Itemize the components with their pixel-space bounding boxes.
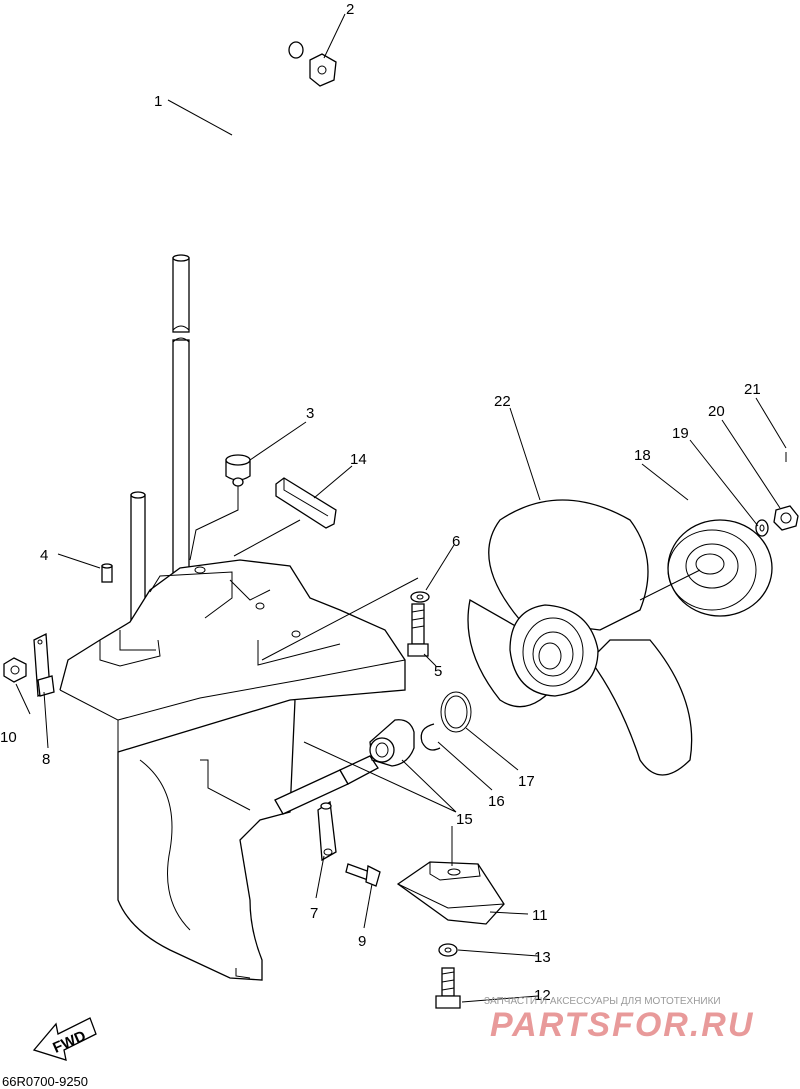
trim-tab [396, 861, 505, 925]
callout-16: 16 [488, 793, 505, 810]
callout-7: 7 [310, 905, 318, 922]
callout-3: 3 [306, 405, 314, 422]
water-tube [230, 30, 304, 440]
fwd-arrow: FWD [32, 1017, 97, 1061]
washer [410, 591, 430, 603]
callout-8: 8 [42, 751, 50, 768]
watermark: ЗАПЧАСТИ И АКСЕССУАРЫ ДЛЯ МОТОТЕХНИКИ PA… [484, 996, 754, 1044]
callout-14: 14 [350, 451, 367, 468]
callout-22: 22 [494, 393, 511, 410]
callout-2: 2 [346, 1, 354, 18]
callout-13: 13 [534, 949, 551, 966]
anode [317, 800, 337, 862]
leader-lines [15, 13, 787, 1003]
plate [33, 632, 55, 698]
callout-4: 4 [40, 547, 48, 564]
lower-case [59, 559, 406, 981]
callout-numbers: 1 2 3 4 5 6 7 8 9 10 11 12 13 14 15 16 1… [0, 1, 761, 1004]
bolt [407, 603, 429, 657]
callout-1: 1 [154, 93, 162, 110]
prop-washer [755, 519, 769, 537]
callout-11: 11 [532, 907, 548, 924]
screw [345, 863, 381, 887]
propeller-shaft [274, 755, 379, 815]
callout-6: 6 [452, 533, 460, 550]
water-tube-grommet [225, 454, 251, 487]
diagram-code: 66R0700-9250 [2, 1074, 88, 1089]
callout-5: 5 [434, 663, 442, 680]
trim-tab-washer [438, 943, 458, 957]
thrust-bushing [369, 719, 415, 767]
callout-15: 15 [456, 811, 473, 828]
callout-12: 12 [534, 987, 551, 1004]
propeller-nut [773, 505, 799, 531]
propeller [467, 499, 693, 776]
circlip [420, 723, 441, 751]
callout-17: 17 [518, 773, 535, 790]
callout-21: 21 [744, 381, 761, 398]
grommet [309, 53, 337, 87]
o-ring [440, 691, 472, 733]
watermark-tagline: ЗАПЧАСТИ И АКСЕССУАРЫ ДЛЯ МОТОТЕХНИКИ [484, 996, 721, 1007]
watermark-brand: PARTSFOR.RU [490, 1006, 754, 1044]
dowel-pin [101, 563, 113, 583]
rubber-damper [275, 477, 337, 529]
callout-19: 19 [672, 425, 689, 442]
drive-shaft [172, 254, 190, 576]
callout-20: 20 [708, 403, 725, 420]
callout-9: 9 [358, 933, 366, 950]
nut [3, 657, 27, 683]
trim-tab-bolt [435, 967, 461, 1009]
callout-18: 18 [634, 447, 651, 464]
spacer [639, 519, 773, 617]
callout-10: 10 [0, 729, 17, 746]
